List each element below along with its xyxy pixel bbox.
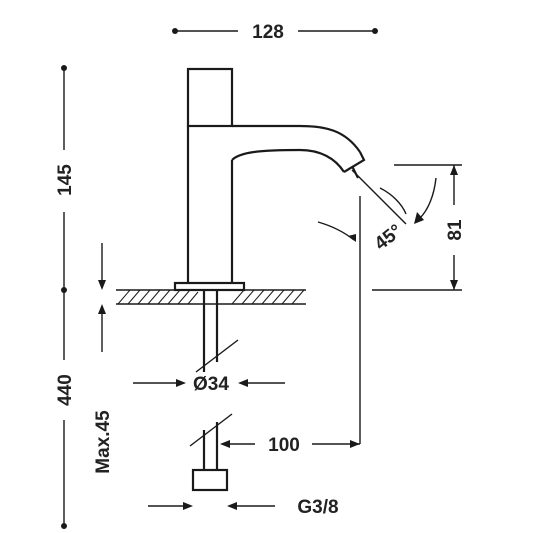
spout-lower bbox=[231, 148, 345, 173]
dimension-spout-height: 81 bbox=[372, 164, 466, 291]
countertop bbox=[116, 289, 306, 305]
dimension-spout-reach: 100 bbox=[220, 196, 361, 456]
dimension-spout-angle: 45° bbox=[317, 169, 437, 255]
base-flange bbox=[173, 281, 246, 292]
faucet-body bbox=[173, 67, 366, 292]
supply-tube bbox=[189, 290, 239, 492]
thread-label: G3/8 bbox=[297, 497, 338, 518]
spout-height-label: 81 bbox=[445, 219, 466, 241]
spout-reach-label: 100 bbox=[268, 435, 300, 456]
dimension-width-top: 128 bbox=[172, 22, 378, 43]
dimension-base-diameter: Ø34 bbox=[133, 374, 285, 395]
spout-tip bbox=[343, 151, 366, 173]
spout-angle-label: 45° bbox=[371, 221, 407, 255]
dimension-thread: G3/8 bbox=[148, 497, 339, 518]
thread-connector bbox=[191, 468, 229, 492]
dimension-counter-thickness: Max.45 bbox=[93, 243, 114, 474]
height-upper-label: 145 bbox=[55, 164, 76, 196]
dimension-height-left: 145 440 bbox=[55, 65, 76, 529]
max-thickness-label: Max.45 bbox=[93, 410, 114, 474]
base-diameter-label: Ø34 bbox=[193, 374, 229, 395]
handle-block bbox=[186, 67, 234, 128]
spout-upper bbox=[232, 124, 361, 153]
width-top-label: 128 bbox=[252, 22, 284, 43]
height-total-label: 440 bbox=[55, 374, 76, 406]
